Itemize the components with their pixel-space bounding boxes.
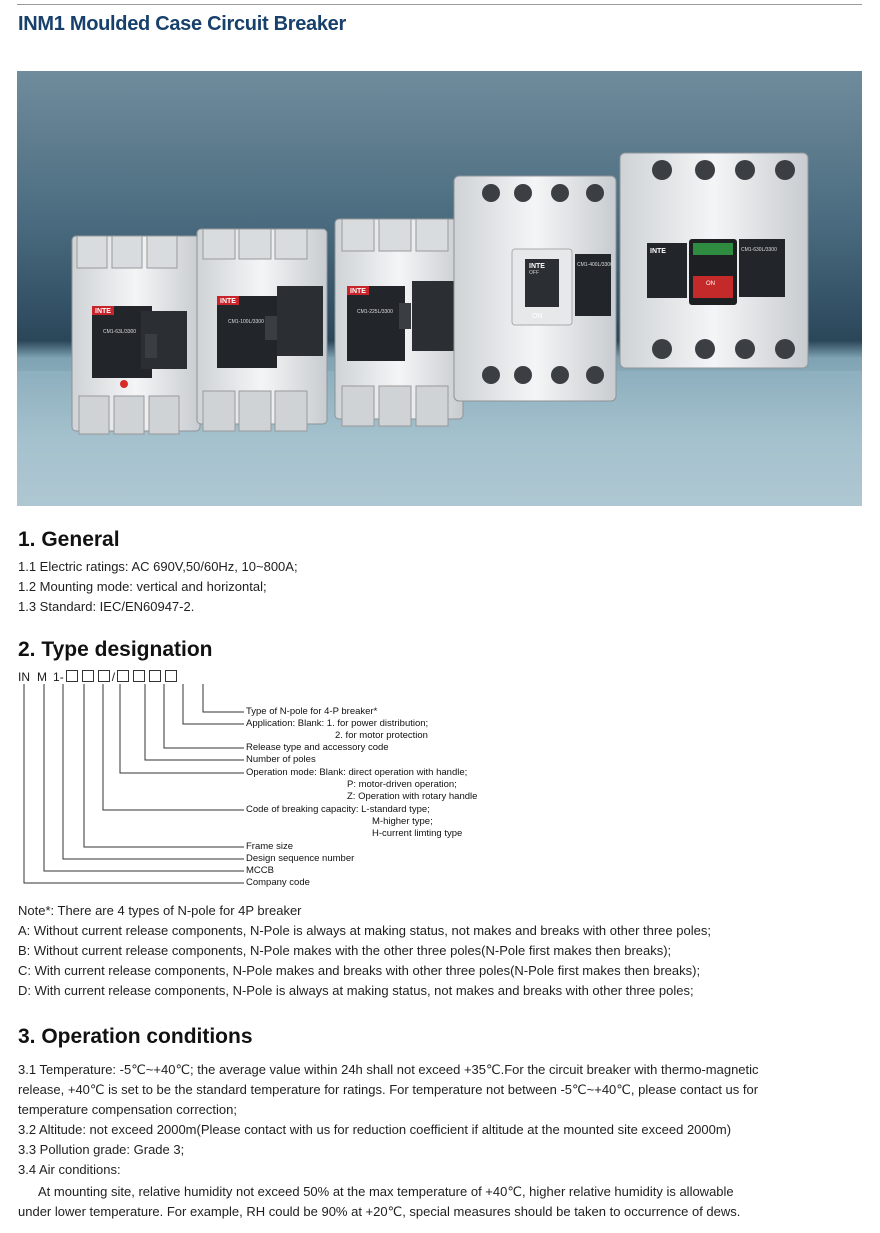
- breaker-2: [196, 228, 328, 432]
- code-box: [97, 670, 110, 682]
- note-item: B: Without current release components, N…: [18, 943, 672, 958]
- code-slash: /: [111, 670, 116, 684]
- note-item: A: Without current release components, N…: [18, 923, 711, 938]
- svg-text:ON: ON: [532, 313, 543, 320]
- code-box: [65, 670, 78, 682]
- operation-line: 3.3 Pollution grade: Grade 3;: [18, 1142, 185, 1157]
- page-title: INM1 Moulded Case Circuit Breaker: [18, 13, 346, 35]
- operation-line: release, +40℃ is set to be the standard …: [18, 1082, 759, 1097]
- designation-label: Release type and accessory code: [246, 742, 389, 753]
- operation-line: temperature compensation correction;: [18, 1102, 237, 1117]
- designation-label: Company code: [246, 877, 310, 888]
- note-item: C: With current release components, N-Po…: [18, 963, 701, 978]
- breaker-5: [619, 152, 809, 369]
- section-heading-general: 1. General: [18, 528, 120, 551]
- designation-label: Z: Operation with rotary handle: [347, 791, 478, 802]
- svg-text:INTE: INTE: [350, 288, 366, 295]
- code-box: [81, 670, 94, 682]
- operation-line: 3.2 Altitude: not exceed 2000m(Please co…: [18, 1122, 732, 1137]
- svg-text:CM1-63L/3300: CM1-63L/3300: [103, 329, 136, 335]
- designation-label: MCCB: [246, 865, 274, 876]
- code-box: [165, 670, 178, 682]
- note-title: Note*: There are 4 types of N-pole for 4…: [18, 903, 302, 918]
- top-divider: [17, 4, 862, 5]
- designation-label: Number of poles: [246, 754, 316, 765]
- svg-text:INTE: INTE: [529, 263, 545, 270]
- code-box: [133, 670, 146, 682]
- designation-label: Operation mode: Blank: direct operation …: [246, 767, 468, 778]
- code-m: M: [37, 670, 47, 684]
- svg-text:CM1-630L/3300: CM1-630L/3300: [741, 247, 777, 253]
- note-item: D: With current release components, N-Po…: [18, 983, 694, 998]
- designation-label: 2. for motor protection: [335, 730, 428, 741]
- svg-text:ON: ON: [706, 281, 715, 287]
- operation-line: 3.1 Temperature: -5℃~+40℃; the average v…: [18, 1062, 759, 1077]
- operation-line: At mounting site, relative humidity not …: [38, 1184, 734, 1199]
- designation-label: M-higher type;: [372, 816, 433, 827]
- svg-text:OFF: OFF: [529, 270, 539, 276]
- section-heading-operation: 3. Operation conditions: [18, 1025, 253, 1048]
- code-box: [149, 670, 162, 682]
- breaker-4: [453, 175, 617, 402]
- designation-label: Code of breaking capacity: L-standard ty…: [246, 804, 430, 815]
- svg-text:INTE: INTE: [95, 308, 111, 315]
- designation-label: P: motor-driven operation;: [347, 779, 457, 790]
- code-box: [117, 670, 130, 682]
- general-item: 1.1 Electric ratings: AC 690V,50/60Hz, 1…: [18, 559, 298, 574]
- designation-label: Design sequence number: [246, 853, 355, 864]
- section-heading-type-designation: 2. Type designation: [18, 638, 213, 661]
- svg-text:INTE: INTE: [220, 298, 236, 305]
- svg-text:CM1-225L/3300: CM1-225L/3300: [357, 309, 393, 315]
- operation-line: under lower temperature. For example, RH…: [18, 1204, 741, 1219]
- designation-label: Type of N-pole for 4-P breaker*: [246, 706, 378, 717]
- designation-label: Application: Blank: 1. for power distrib…: [246, 718, 429, 729]
- svg-text:INTE: INTE: [650, 248, 666, 255]
- code-dash: -: [59, 670, 64, 684]
- breaker-3: [334, 218, 464, 427]
- svg-text:CM1-100L/3300: CM1-100L/3300: [228, 319, 264, 325]
- code-one: 1: [53, 670, 60, 684]
- breaker-1: [71, 235, 201, 435]
- general-item: 1.3 Standard: IEC/EN60947-2.: [18, 599, 195, 614]
- svg-text:CM1-400L/3300: CM1-400L/3300: [577, 262, 613, 268]
- general-item: 1.2 Mounting mode: vertical and horizont…: [18, 579, 267, 594]
- designation-label: Frame size: [246, 841, 293, 852]
- designation-label: H-current limting type: [372, 828, 463, 839]
- product-photo: INTE INTE INTE INTE INTE CM1-63L/3300 CM…: [17, 71, 862, 506]
- operation-line: 3.4 Air conditions:: [18, 1162, 121, 1177]
- code-in: IN: [18, 670, 30, 684]
